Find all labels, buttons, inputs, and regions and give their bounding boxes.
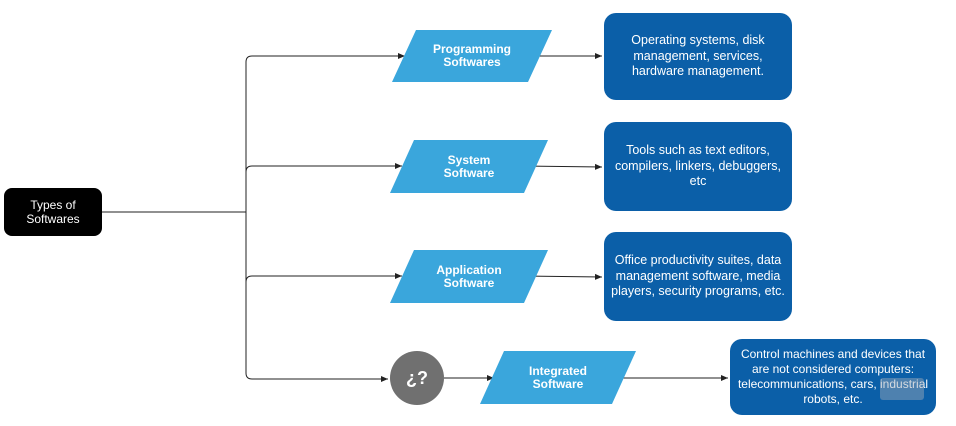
connector-to-system <box>245 163 402 173</box>
description-integrated: Control machines and devices that are no… <box>730 339 936 415</box>
parallelogram-system <box>390 140 548 193</box>
category-label: Programming Softwares <box>432 42 511 69</box>
category-label: Application Software <box>436 262 502 290</box>
category-integrated: Integrated Software <box>492 351 624 404</box>
category-programming: Programming Softwares <box>404 30 540 82</box>
root-label: Types of Softwares <box>26 198 80 226</box>
category-system: System Software <box>402 140 536 193</box>
parallelogram-integrated <box>480 351 636 404</box>
description-application: Office productivity suites, data managem… <box>604 232 792 321</box>
parallelogram-application <box>390 250 548 303</box>
connector-to-application <box>245 273 402 283</box>
description-programming: Operating systems, disk management, serv… <box>604 13 792 100</box>
question-node: ¿? <box>390 351 444 405</box>
description-text: Operating systems, disk management, serv… <box>631 33 765 79</box>
parallelogram-programming <box>392 30 552 82</box>
category-label: Integrated Software <box>528 363 587 391</box>
connectors <box>102 53 728 382</box>
watermark-badge <box>880 378 924 400</box>
connector-trunk-vertical <box>245 55 253 380</box>
category-shapes <box>390 30 636 404</box>
description-text: Tools such as text editors, compilers, l… <box>614 143 782 189</box>
question-label: ¿? <box>406 367 428 388</box>
description-text: Office productivity suites, data managem… <box>611 253 785 299</box>
category-application: Application Software <box>402 250 536 303</box>
root-node: Types of Softwares <box>4 188 102 236</box>
description-text: Control machines and devices that are no… <box>737 347 929 406</box>
description-system: Tools such as text editors, compilers, l… <box>604 122 792 211</box>
category-label: System Software <box>443 152 495 180</box>
